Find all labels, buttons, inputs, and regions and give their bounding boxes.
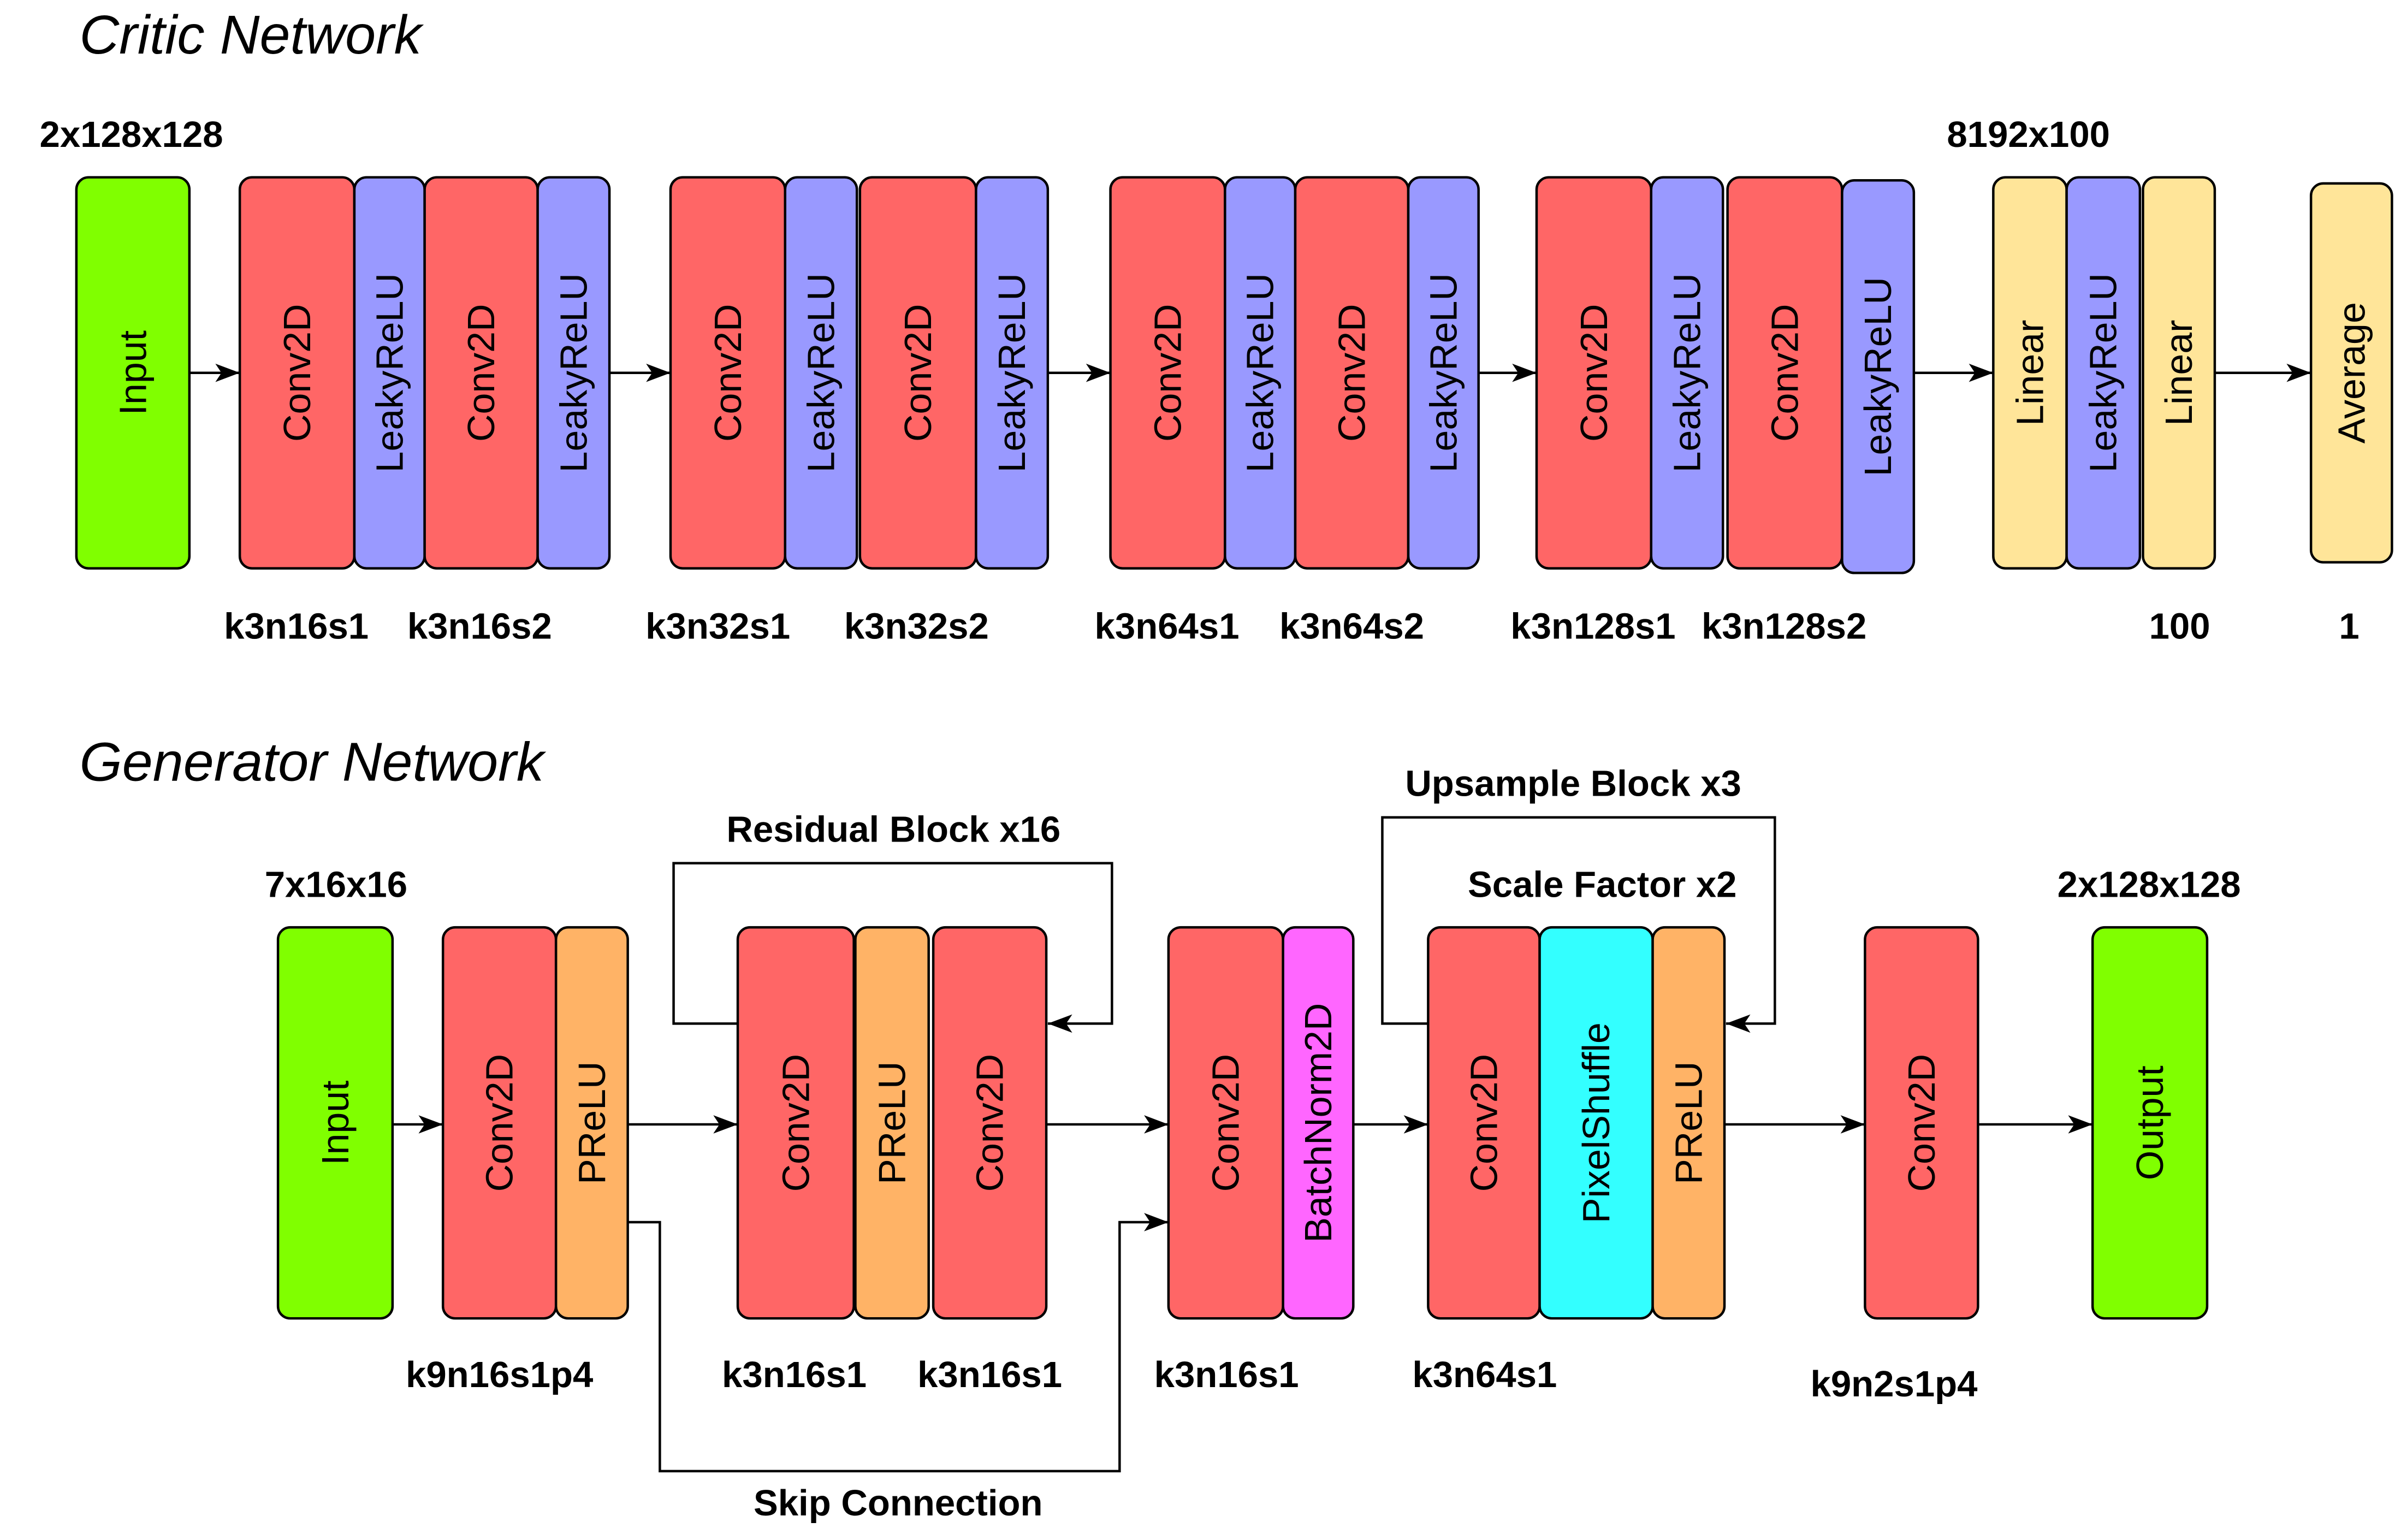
residual-loop-arrow xyxy=(672,862,1113,1033)
critic-param-label: k3n16s1 xyxy=(224,606,369,647)
critic-param-label: k3n16s2 xyxy=(407,606,552,647)
generator-conv2d-label: Conv2D xyxy=(478,1054,521,1192)
critic-title: Critic Network xyxy=(79,4,424,66)
critic-leakyrelu-label: LeakyReLU xyxy=(2082,273,2125,472)
critic-linear-shape: 8192x100 xyxy=(1947,114,2110,155)
critic-leakyrelu-label: LeakyReLU xyxy=(1239,273,1282,472)
generator-network: Generator Network Residual Block x16 Ups… xyxy=(79,732,2240,1524)
generator-conv2d-block xyxy=(736,926,855,1320)
critic-leakyrelu-label: LeakyReLU xyxy=(368,273,411,472)
critic-leakyrelu-block xyxy=(975,176,1050,570)
critic-param-label: k3n128s1 xyxy=(1510,606,1675,647)
critic-conv2d-label: Conv2D xyxy=(1146,304,1189,442)
critic-param-label: 1 xyxy=(2339,606,2359,647)
generator-prelu-label: PReLU xyxy=(571,1061,613,1184)
critic-leakyrelu-label: LeakyReLU xyxy=(1857,277,1899,476)
generator-output-label: Output xyxy=(2129,1065,2171,1180)
generator-batchnorm2d-block xyxy=(1282,926,1355,1320)
generator-prelu-label: PReLU xyxy=(871,1061,914,1184)
critic-conv2d-label: Conv2D xyxy=(460,304,502,442)
generator-conv2d-block xyxy=(932,926,1048,1320)
generator-conv2d-label: Conv2D xyxy=(774,1054,817,1192)
critic-param-label: k3n128s2 xyxy=(1702,606,1866,647)
critic-input-label: Input xyxy=(111,330,154,415)
critic-conv2d-label: Conv2D xyxy=(707,304,749,442)
critic-leakyrelu-block xyxy=(1407,176,1480,570)
generator-conv2d-block xyxy=(1864,926,1979,1320)
critic-param-label: k3n64s2 xyxy=(1279,606,1424,647)
critic-input-shape: 2x128x128 xyxy=(40,114,223,155)
critic-conv2d-label: Conv2D xyxy=(1573,304,1615,442)
critic-average-label: Average xyxy=(2330,302,2373,443)
critic-conv2d-label: Conv2D xyxy=(276,304,318,442)
skip-connection-label: Skip Connection xyxy=(754,1483,1043,1524)
generator-title: Generator Network xyxy=(79,732,546,793)
generator-conv2d-label: Conv2D xyxy=(1900,1054,1943,1192)
generator-input-shape: 7x16x16 xyxy=(265,864,407,905)
critic-input-block xyxy=(75,176,191,570)
upsample-block-label: Upsample Block x3 xyxy=(1405,763,1741,804)
generator-param-label: k3n16s1 xyxy=(917,1354,1062,1395)
generator-batchnorm2d-label: BatchNorm2D xyxy=(1297,1003,1339,1243)
critic-conv2d-label: Conv2D xyxy=(897,304,939,442)
scale-factor-label: Scale Factor x2 xyxy=(1468,864,1737,905)
generator-conv2d-label: Conv2D xyxy=(1462,1054,1505,1192)
critic-leakyrelu-block xyxy=(1650,176,1724,570)
generator-pixelshuffle-label: PixelShuffle xyxy=(1575,1022,1617,1223)
critic-conv2d-label: Conv2D xyxy=(1764,304,1806,442)
critic-leakyrelu-block xyxy=(784,176,858,570)
critic-linear-label: Linear xyxy=(2157,320,2200,426)
generator-param-label: k9n16s1p4 xyxy=(406,1354,593,1395)
critic-param-label: 100 xyxy=(2149,606,2210,647)
residual-block-label: Residual Block x16 xyxy=(726,809,1060,850)
critic-linear-label: Linear xyxy=(2008,320,2051,426)
generator-output-shape: 2x128x128 xyxy=(2058,864,2241,905)
generator-param-label: k9n2s1p4 xyxy=(1811,1364,1978,1405)
upsample-loop-arrow xyxy=(1381,816,1776,1033)
generator-conv2d-label: Conv2D xyxy=(1205,1054,1247,1192)
generator-prelu-block xyxy=(854,926,930,1320)
generator-param-label: k3n16s1 xyxy=(1154,1354,1299,1395)
critic-leakyrelu-label: LeakyReLU xyxy=(1422,273,1465,472)
generator-param-label: k3n64s1 xyxy=(1412,1354,1557,1395)
generator-prelu-block xyxy=(554,926,629,1320)
generator-prelu-block xyxy=(1651,926,1726,1320)
critic-network: Critic Network 2x128x128 8192x100 Input … xyxy=(40,4,2393,647)
critic-param-label: k3n32s1 xyxy=(645,606,790,647)
critic-leakyrelu-block xyxy=(2065,176,2142,570)
critic-linear-block xyxy=(2142,176,2216,570)
critic-leakyrelu-label: LeakyReLU xyxy=(552,273,595,472)
generator-prelu-label: PReLU xyxy=(1667,1061,1710,1184)
generator-output-block xyxy=(2091,926,2209,1320)
critic-leakyrelu-block xyxy=(1841,179,1916,574)
critic-average-block xyxy=(2309,182,2393,564)
generator-input-block xyxy=(276,926,394,1320)
critic-leakyrelu-block xyxy=(536,176,611,570)
critic-conv2d-label: Conv2D xyxy=(1331,304,1373,442)
critic-leakyrelu-label: LeakyReLU xyxy=(799,273,842,472)
generator-input-label: Input xyxy=(314,1080,357,1165)
generator-param-label: k3n16s1 xyxy=(722,1354,867,1395)
critic-param-label: k3n32s2 xyxy=(844,606,989,647)
generator-conv2d-label: Conv2D xyxy=(969,1054,1011,1192)
critic-leakyrelu-label: LeakyReLU xyxy=(1666,273,1709,472)
critic-leakyrelu-label: LeakyReLU xyxy=(991,273,1033,472)
critic-param-label: k3n64s1 xyxy=(1095,606,1240,647)
skip-connection-arrow xyxy=(627,1213,1169,1473)
